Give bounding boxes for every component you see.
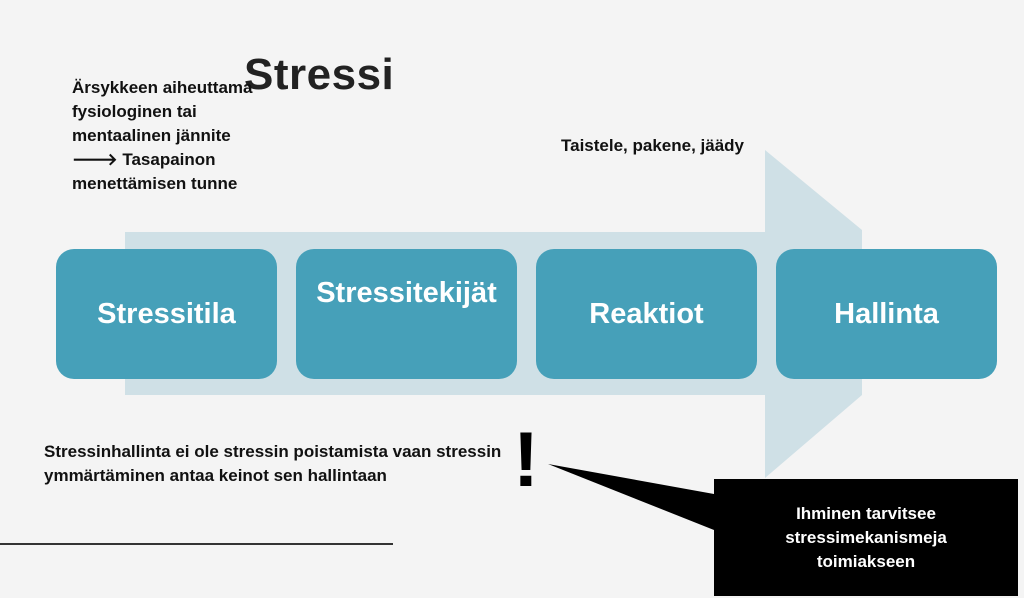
management-statement: Stressinhallinta ei ole stressin poistam… <box>44 442 502 485</box>
stress-definition: Ärsykkeen aiheuttama fysiologinen tai me… <box>72 76 292 196</box>
step-stressitekijat: Stressitekijät <box>296 249 517 379</box>
step-stressitila: Stressitila <box>56 249 277 379</box>
step-reaktiot: Reaktiot <box>536 249 757 379</box>
callout-text: Ihminen tarvitsee stressimekanismeja toi… <box>785 503 947 571</box>
reaction-note: Taistele, pakene, jäädy <box>561 136 744 155</box>
page-title: Stressi <box>244 50 395 99</box>
exclamation-mark: ! <box>513 415 539 503</box>
divider-line <box>0 543 393 545</box>
callout-box: Ihminen tarvitsee stressimekanismeja toi… <box>714 479 1018 596</box>
definition-result-text: Tasapainon menettämisen tunne <box>72 150 238 193</box>
definition-result: 🡒 Tasapainon menettämisen tunne <box>72 148 292 196</box>
arrow-right-icon: 🡒 <box>72 150 118 169</box>
step-hallinta: Hallinta <box>776 249 997 379</box>
definition-text: Ärsykkeen aiheuttama fysiologinen tai me… <box>72 78 253 145</box>
